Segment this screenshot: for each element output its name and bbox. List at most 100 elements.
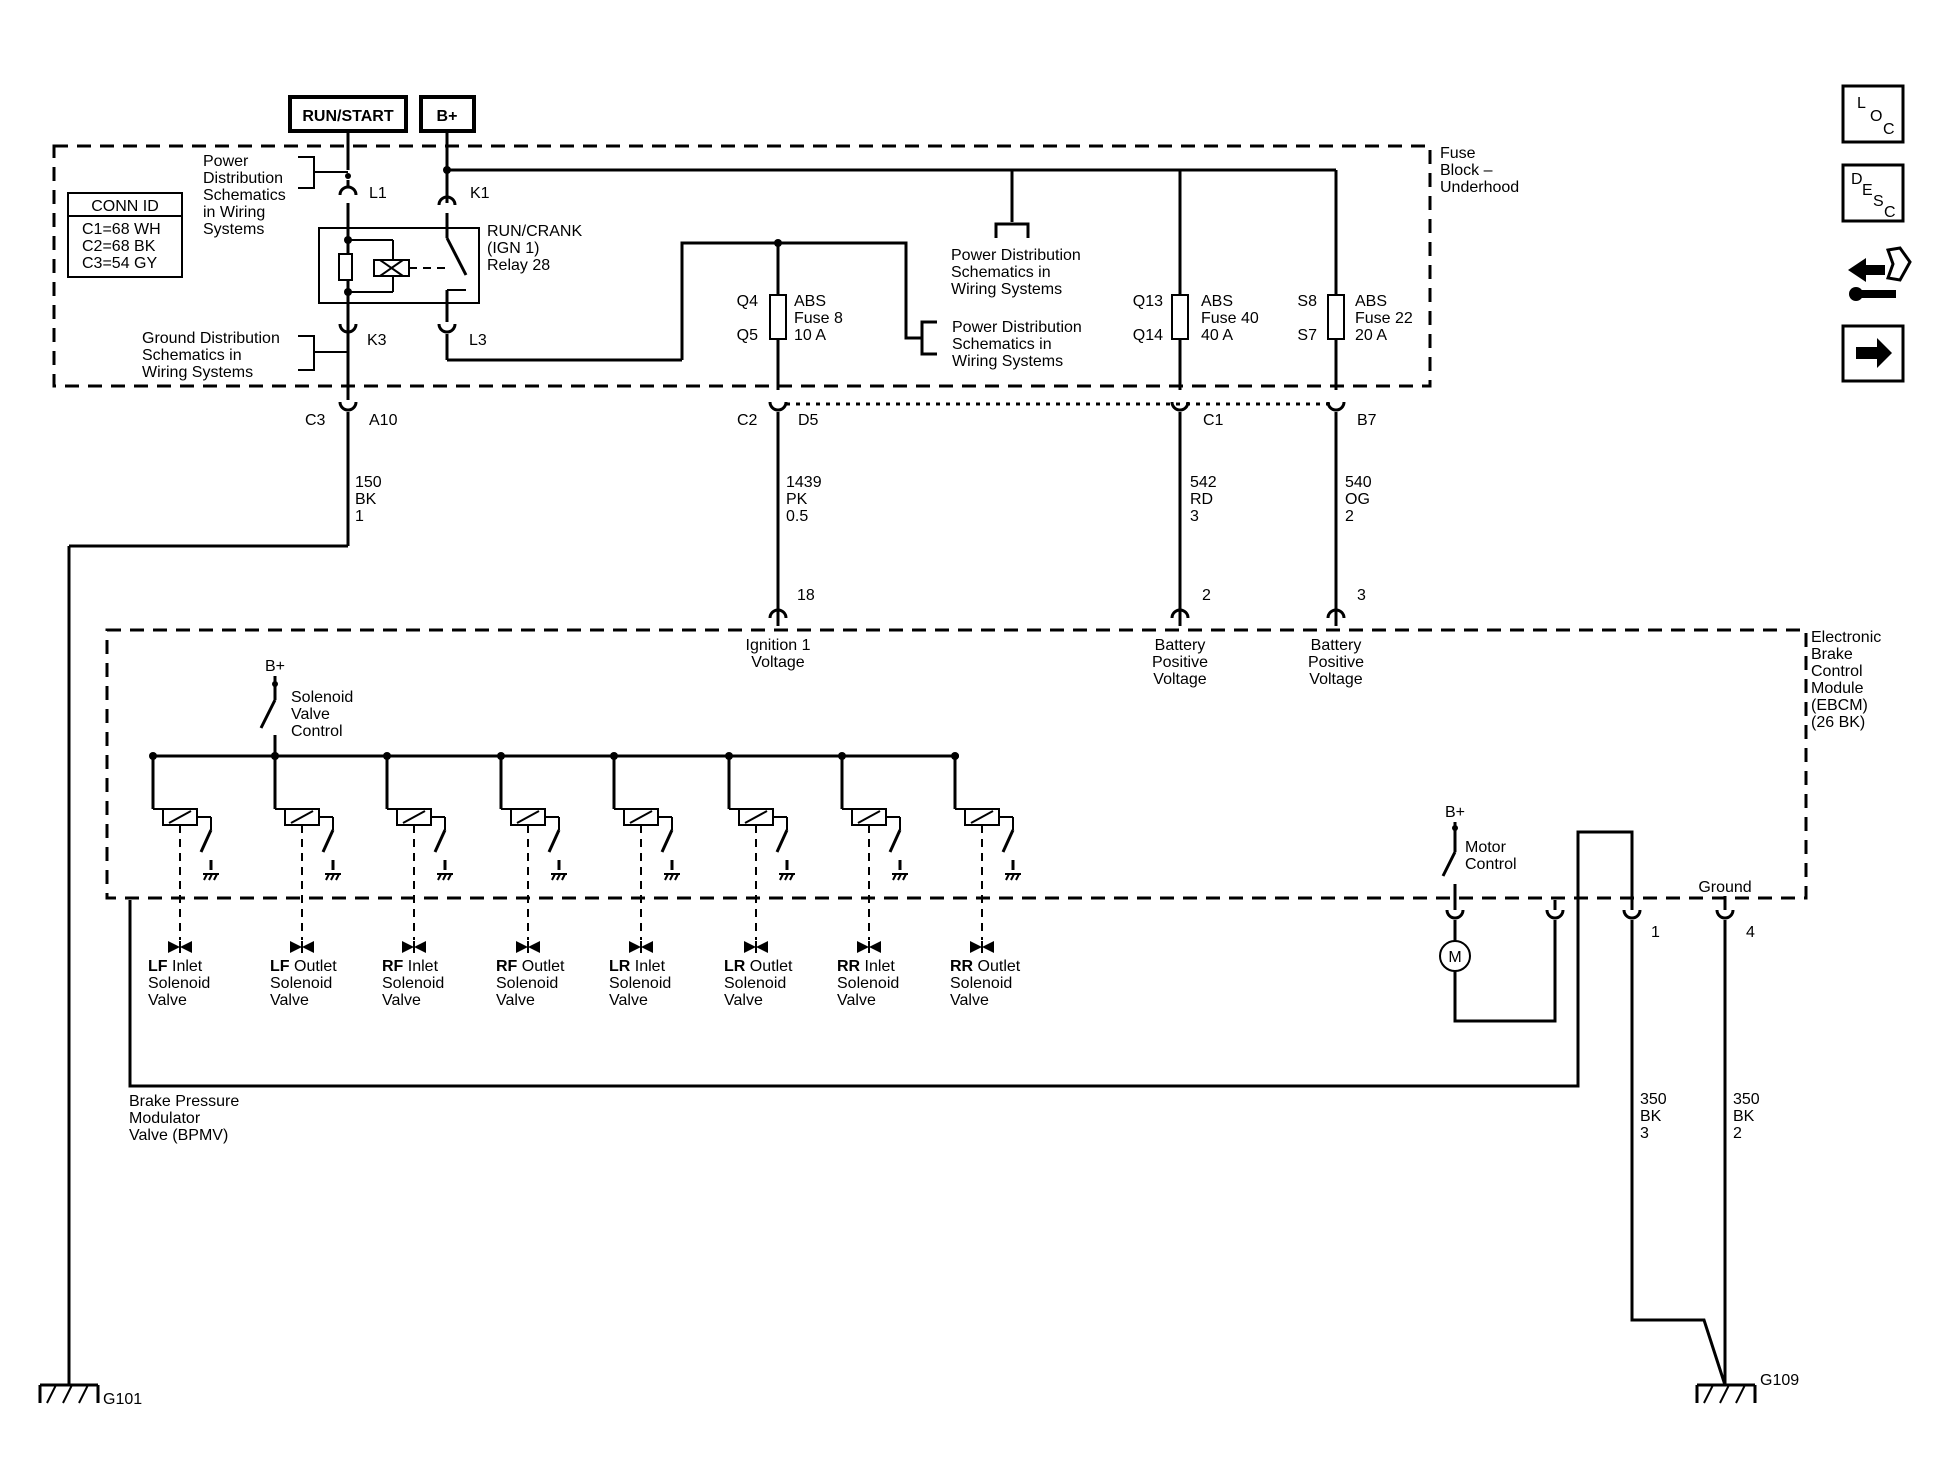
ebcm-pin-4-ground: Ground 4 [1698,879,1755,941]
svg-text:Brake: Brake [1811,646,1853,663]
motor: M [1439,900,1565,1023]
connector-end-view-icon[interactable] [1848,246,1912,301]
svg-text:Fuse 40: Fuse 40 [1201,310,1259,327]
svg-text:BK: BK [1733,1108,1755,1125]
svg-text:Systems: Systems [203,221,264,238]
svg-text:Block –: Block – [1440,162,1493,179]
solenoid-valve-control-switch: B+ Solenoid Valve Control [259,658,353,756]
ground-g109: G109 [1695,1372,1799,1404]
svg-text:Ground Distribution: Ground Distribution [142,330,280,347]
svg-text:B+: B+ [1445,804,1465,821]
valve-label: LF Inlet [148,958,203,975]
loc-button[interactable]: L O C [1841,84,1905,144]
svg-text:Electronic: Electronic [1811,629,1881,646]
wire-542-rd: 542 RD 3 [1178,412,1217,610]
svg-text:CONN ID: CONN ID [91,198,159,215]
svg-text:Power: Power [203,153,249,170]
valve-label: LF Outlet [270,958,337,975]
svg-text:Control: Control [1465,856,1517,873]
valve-label: RF Outlet [496,958,565,975]
svg-text:B+: B+ [265,658,285,675]
svg-text:Valve (BPMV): Valve (BPMV) [129,1127,228,1144]
desc-button[interactable]: D E S C [1841,163,1905,223]
valve-label: Solenoid [148,975,210,992]
b-plus-label: B+ [419,95,476,133]
svg-text:OG: OG [1345,491,1370,508]
bpmv-label: Brake Pressure Modulator Valve (BPMV) [129,1093,239,1144]
svg-text:C3=54 GY: C3=54 GY [82,255,157,272]
valve-label: Solenoid [382,975,444,992]
svg-text:L1: L1 [369,185,387,202]
svg-text:L: L [1857,95,1866,112]
power-distribution-ref-left: Power Distribution Schematics in Wiring … [203,153,348,238]
svg-text:542: 542 [1190,474,1217,491]
wire-1439-pk: 1439 PK 0.5 [776,412,822,610]
svg-text:Wiring Systems: Wiring Systems [952,353,1063,370]
svg-text:Q13: Q13 [1133,293,1163,310]
ebcm-title: Electronic Brake Control Module (EBCM) (… [1811,629,1881,731]
svg-text:B7: B7 [1357,412,1377,429]
svg-text:Schematics in: Schematics in [142,347,242,364]
svg-text:40 A: 40 A [1201,327,1233,344]
run-crank-relay: L1 K1 L3 K3 RUN/CRANK (IGN 1) Relay 28 [318,131,682,362]
wire-350-bk-3: 350 BK 3 [1630,920,1727,1386]
connector-c3-a10: C3 A10 [305,334,398,429]
svg-text:Solenoid: Solenoid [291,689,353,706]
svg-text:C2=68 BK: C2=68 BK [82,238,156,255]
svg-text:C2: C2 [737,412,758,429]
svg-text:Module: Module [1811,680,1864,697]
svg-text:Positive: Positive [1152,654,1208,671]
wire-540-og: 540 OG 2 [1334,412,1372,610]
fuse-block-outline [52,144,1432,388]
ebcm-pin-1: 1 [1622,900,1660,941]
svg-text:ABS: ABS [1201,293,1233,310]
next-arrow-button[interactable] [1841,324,1905,383]
ebcm-pin-18: 18 Ignition 1 Voltage [746,587,815,671]
power-distribution-ref-right-2 [920,320,937,356]
svg-text:C: C [1883,121,1895,138]
motor-control-switch: B+ Motor Control [1441,804,1517,920]
svg-text:S: S [1873,193,1884,210]
svg-text:3: 3 [1357,587,1366,604]
svg-text:Schematics: Schematics [203,187,286,204]
svg-text:Distribution: Distribution [203,170,283,187]
svg-text:B+: B+ [437,108,458,125]
run-start-label: RUN/START [288,95,408,133]
svg-text:Ground: Ground [1698,879,1751,896]
svg-text:Voltage: Voltage [751,654,804,671]
power-distribution-ref-right-2-label: Power Distribution Schematics in Wiring … [952,319,1082,370]
svg-text:1: 1 [1651,924,1660,941]
svg-text:E: E [1862,182,1873,199]
wire-350-bk-2: 350 BK 2 [1723,920,1760,1385]
valve-label: Valve [609,992,648,1009]
svg-text:1439: 1439 [786,474,822,491]
valve-label: Valve [837,992,876,1009]
valve-label: RR Inlet [837,958,895,975]
ebcm-pin-2: 2 Battery Positive Voltage [1152,587,1211,688]
valve-label: LR Outlet [724,958,793,975]
svg-text:350: 350 [1640,1091,1667,1108]
svg-text:3: 3 [1640,1125,1649,1142]
svg-text:Q14: Q14 [1133,327,1163,344]
svg-text:Modulator: Modulator [129,1110,201,1127]
svg-text:10 A: 10 A [794,327,826,344]
svg-text:M: M [1448,949,1461,966]
svg-text:Power Distribution: Power Distribution [952,319,1082,336]
svg-text:1: 1 [355,508,364,525]
svg-text:2: 2 [1202,587,1211,604]
svg-text:150: 150 [355,474,382,491]
bpmv-outline [128,830,1634,1088]
svg-text:Control: Control [1811,663,1863,680]
valve-label: Solenoid [950,975,1012,992]
valve-label: Valve [270,992,309,1009]
svg-text:Positive: Positive [1308,654,1364,671]
valve-label: Solenoid [270,975,332,992]
